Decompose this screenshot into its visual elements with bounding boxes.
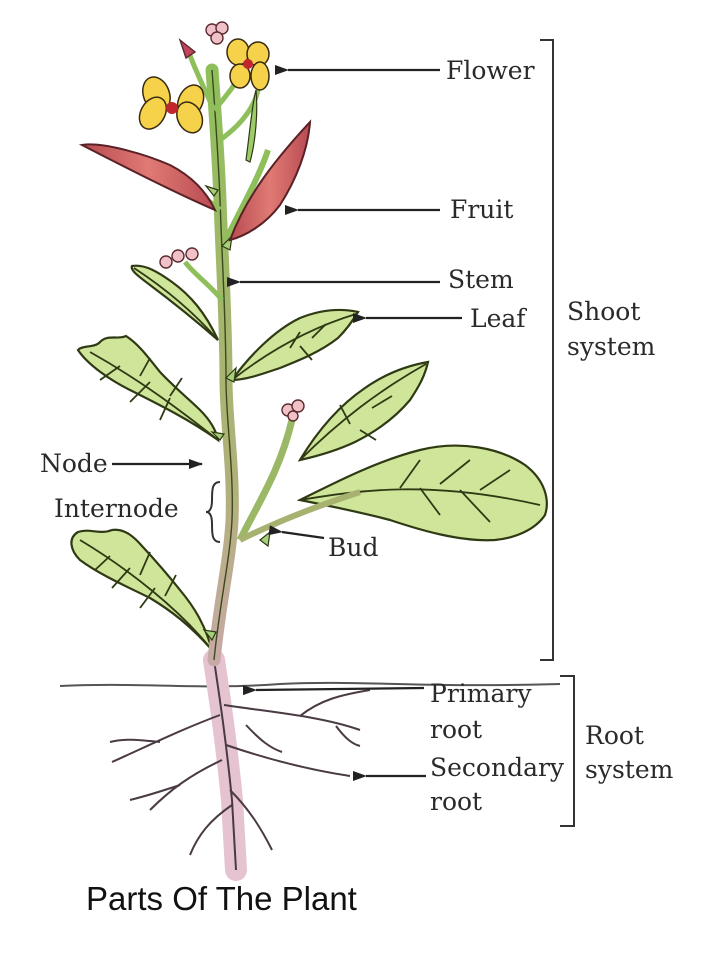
fruit-label: Fruit [450,195,513,224]
shoot-system-label-line2: system [567,332,656,361]
internode-label: Internode [54,494,179,523]
stem-label: Stem [448,265,514,294]
internode-brace [205,481,221,543]
bud-label: Bud [328,533,378,562]
secondary-root-label-line2: root [430,787,482,816]
leaves-drawing [70,264,548,651]
diagram-caption: Parts Of The Plant [86,880,357,917]
primary-root-label-line1: Primary [430,679,532,708]
primary-root-label-line2: root [430,715,482,744]
pointer-lines [112,65,462,781]
root-system-bracket [560,675,575,827]
root-system-label-line1: Root [585,721,644,750]
shoot-system-bracket [540,39,554,661]
stem-drawing [158,49,361,667]
node-label: Node [40,449,108,478]
bud-pointer [268,525,325,540]
flower-label: Flower [446,56,535,85]
flowers-drawing [138,21,305,422]
leaf-label: Leaf [470,304,527,333]
fruits-drawing [78,89,312,242]
root-system-drawing [109,649,371,881]
ground-line [59,681,561,688]
secondary-root-label-line1: Secondary [430,753,565,782]
primary-root-pointer [242,685,425,696]
shoot-system-label-line1: Shoot [567,297,640,326]
root-system-label-line2: system [585,755,674,784]
